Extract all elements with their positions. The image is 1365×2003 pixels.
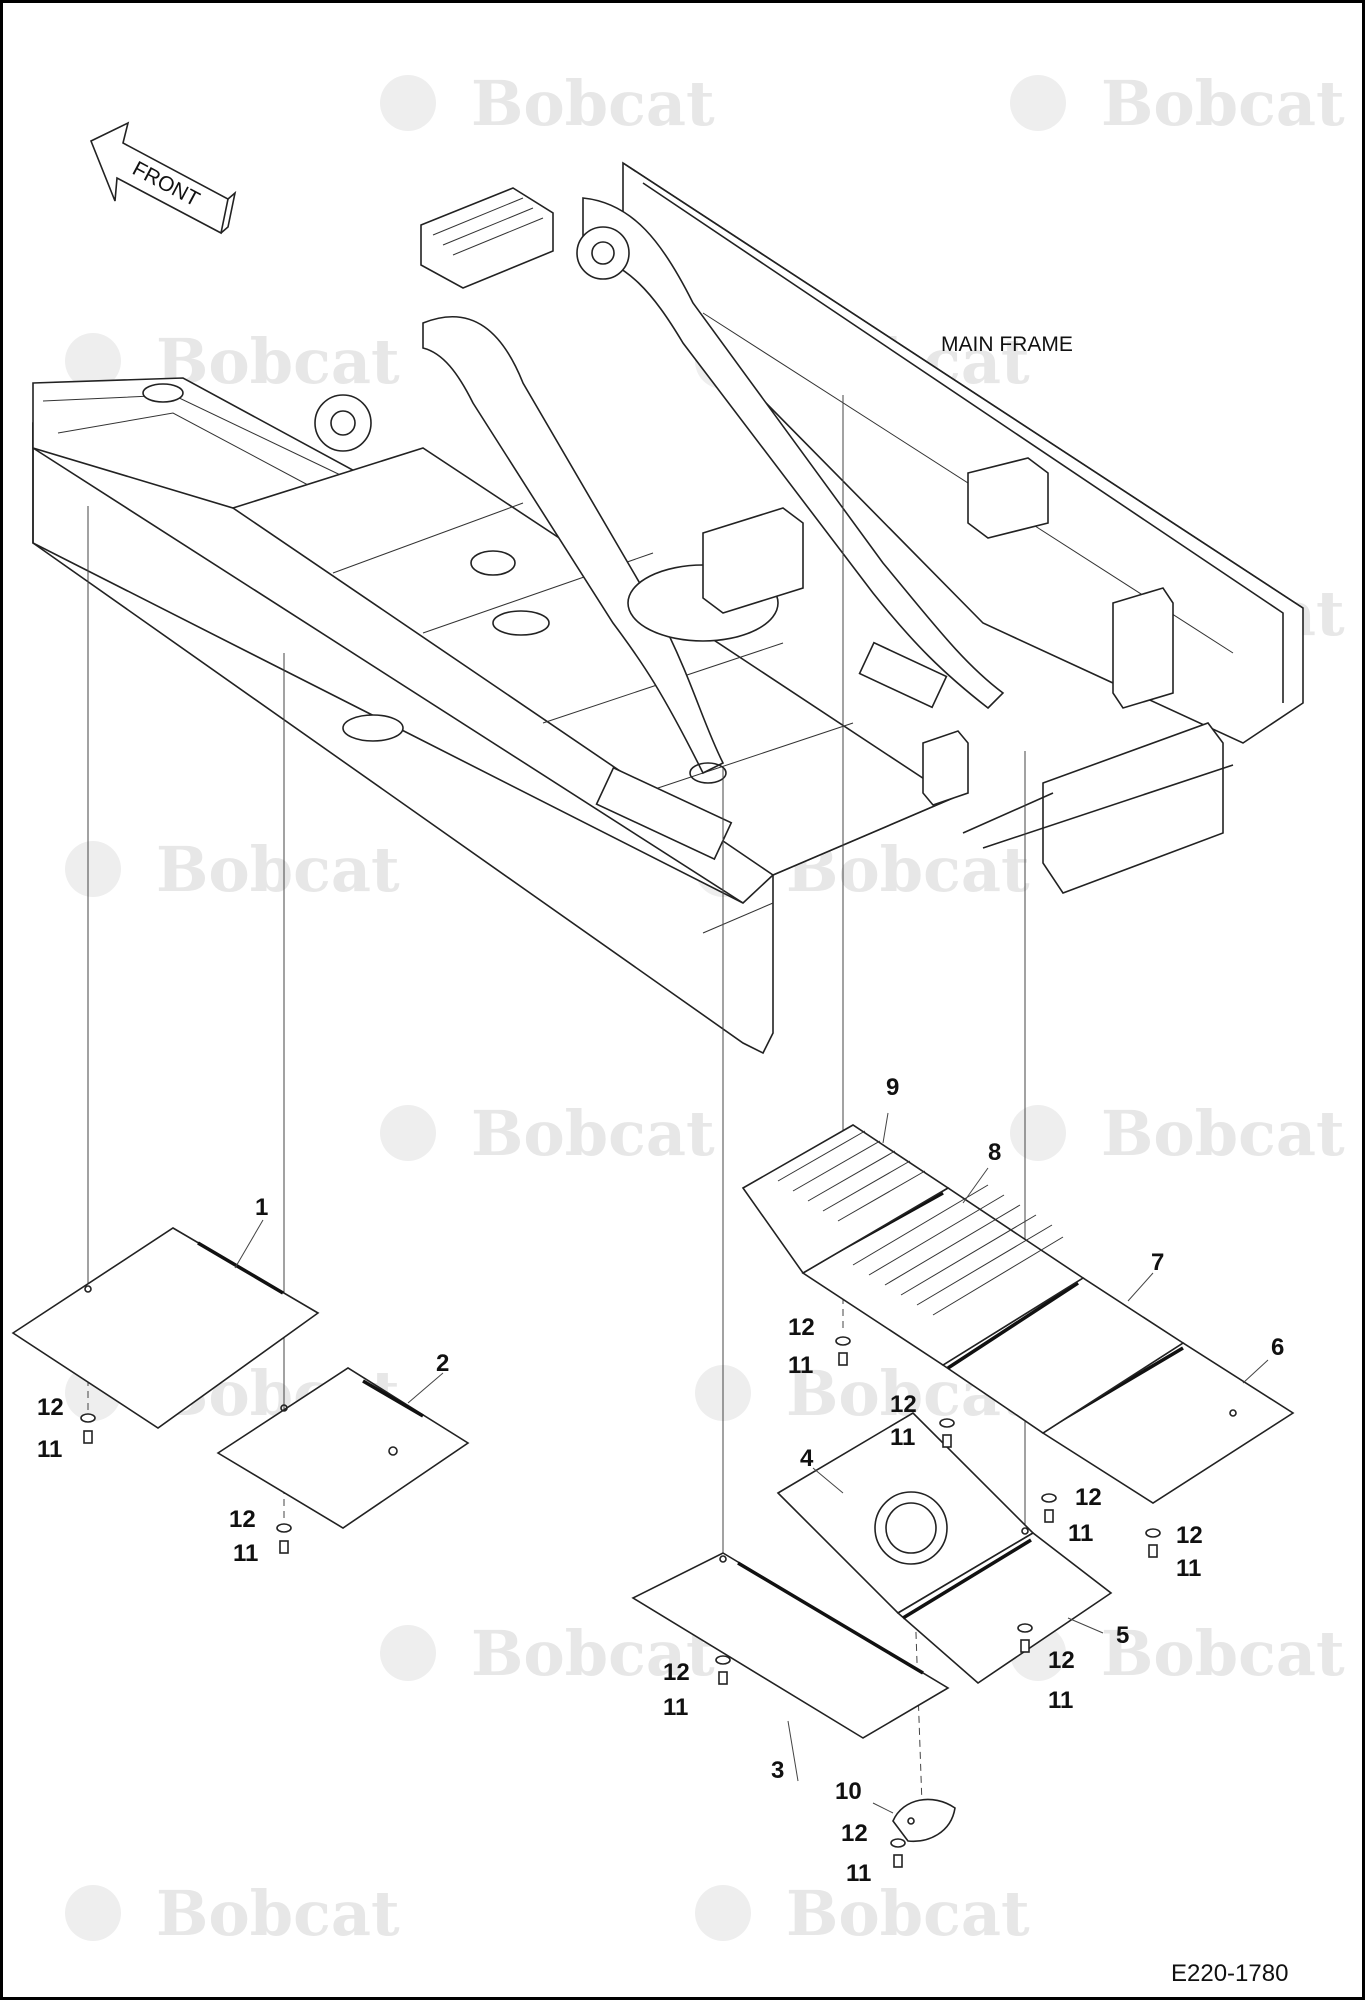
part-3-cover-plate <box>631 1552 950 1739</box>
callout-12: 12 <box>788 1314 815 1341</box>
drawing-number: E220-1780 <box>1171 1960 1288 1987</box>
callout-10: 10 <box>835 1778 862 1805</box>
frame-boom-arm-left <box>422 315 725 775</box>
callout-12: 12 <box>1048 1647 1075 1674</box>
hw-b <box>276 1523 292 1554</box>
callout-11: 11 <box>1068 1520 1093 1547</box>
svg-text:Bobcat: Bobcat <box>156 1877 400 1950</box>
callout-8: 8 <box>988 1139 1001 1166</box>
callout-9: 9 <box>886 1074 899 1101</box>
callout-12: 12 <box>1075 1484 1102 1511</box>
part-2-cover-plate <box>216 1367 470 1529</box>
callout-11: 11 <box>233 1540 258 1567</box>
svg-text:Bobcat: Bobcat <box>1101 67 1345 140</box>
callout-5: 5 <box>1116 1622 1129 1649</box>
frame-boom-arm-right <box>582 197 1005 710</box>
watermark-9: Bobcat <box>380 1097 715 1170</box>
hw-c <box>835 1336 851 1366</box>
hw-d <box>939 1418 955 1448</box>
svg-text:Bobcat: Bobcat <box>471 67 715 140</box>
part-10-access-cover <box>892 1798 956 1843</box>
watermark-10: Bobcat <box>1010 1097 1345 1170</box>
part-9-vented-step <box>741 1124 950 1275</box>
main-frame-label: MAIN FRAME <box>941 333 1073 356</box>
part-5-cover-plate <box>896 1532 1113 1685</box>
callout-7: 7 <box>1151 1249 1164 1276</box>
callout-11: 11 <box>37 1436 62 1463</box>
svg-text:Bobcat: Bobcat <box>156 833 400 906</box>
callout-11: 11 <box>846 1860 871 1887</box>
callout-12: 12 <box>229 1506 256 1533</box>
frame-front-beam <box>1042 722 1224 894</box>
svg-text:Bobcat: Bobcat <box>471 1617 715 1690</box>
leader-lines <box>234 1112 1269 1814</box>
callout-6: 6 <box>1271 1334 1284 1361</box>
watermark-15: Bobcat <box>65 1877 400 1950</box>
frame-pivot-right <box>576 226 630 280</box>
watermark-13: Bobcat <box>380 1617 715 1690</box>
callout-3: 3 <box>771 1757 784 1784</box>
callout-2: 2 <box>436 1350 449 1377</box>
hw-e <box>1041 1493 1057 1523</box>
frame-step <box>420 187 554 289</box>
hw-h <box>1017 1623 1033 1653</box>
watermark-2: Bobcat <box>1010 67 1345 140</box>
callout-11: 11 <box>1048 1687 1073 1714</box>
svg-text:Bobcat: Bobcat <box>471 1097 715 1170</box>
callouts: 1 2 3 4 5 6 7 8 9 10 12 11 12 11 12 11 1… <box>37 1074 1284 1887</box>
part-1-cover-plate <box>11 1227 320 1429</box>
callout-11: 11 <box>1176 1555 1201 1582</box>
exploded-parts-diagram: Bobcat Bobcat Bobcat Bobcat Bobcat Bobca… <box>11 67 1345 1987</box>
frame-pivot-left <box>314 394 372 452</box>
callout-12: 12 <box>37 1394 64 1421</box>
callout-12: 12 <box>1176 1522 1203 1549</box>
svg-text:Bobcat: Bobcat <box>786 1877 1030 1950</box>
hw-g <box>715 1655 731 1685</box>
front-arrow: FRONT <box>89 121 237 235</box>
svg-text:Bobcat: Bobcat <box>1101 1617 1345 1690</box>
hw-f <box>1145 1528 1161 1558</box>
callout-1: 1 <box>255 1194 268 1221</box>
callout-11: 11 <box>788 1352 813 1379</box>
callout-11: 11 <box>663 1694 688 1721</box>
callout-12: 12 <box>890 1391 917 1418</box>
hw-a <box>80 1413 96 1444</box>
main-frame <box>32 161 1304 1055</box>
hw-i <box>890 1838 906 1868</box>
callout-12: 12 <box>841 1820 868 1847</box>
svg-text:Bobcat: Bobcat <box>1101 1097 1345 1170</box>
watermark-1: Bobcat <box>380 67 715 140</box>
watermark-16: Bobcat <box>695 1877 1030 1950</box>
callout-11: 11 <box>890 1424 915 1451</box>
callout-12: 12 <box>663 1659 690 1686</box>
fastener-group <box>80 1336 1161 1868</box>
watermark-7: Bobcat <box>65 833 400 906</box>
callout-4: 4 <box>800 1445 814 1472</box>
